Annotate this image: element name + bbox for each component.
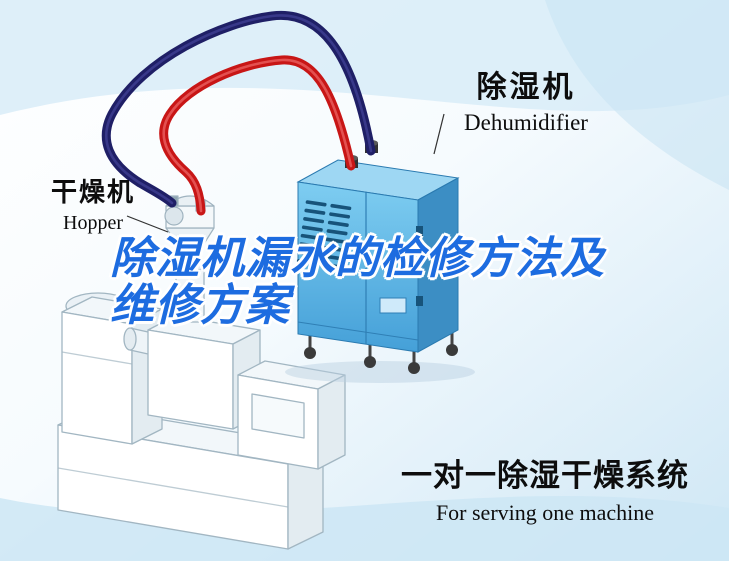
caption-zh: 一对一除湿干燥系统 — [401, 458, 689, 493]
hopper-label-en: Hopper — [63, 212, 123, 234]
title-line-2: 维修方案 — [110, 280, 290, 330]
bottom-caption: 一对一除湿干燥系统 For serving one machine — [396, 450, 694, 526]
nameplate — [379, 297, 407, 314]
vent-louvers — [296, 200, 352, 270]
pipe-navy — [101, 10, 376, 208]
dehumidifier-pointer-line — [433, 113, 445, 155]
hopper-pointer-line — [126, 215, 169, 233]
caption-en: For serving one machine — [435, 500, 655, 525]
hopper-sight-glass — [164, 206, 184, 226]
door-handle — [404, 254, 409, 271]
hopper-label-zh: 干燥机 — [50, 177, 135, 207]
dehumidifier-callout: 除湿机 Dehumidifier — [444, 62, 608, 136]
hopper-unit — [164, 195, 215, 263]
pointer-lines — [126, 113, 445, 233]
dehumidifier-label-zh: 除湿机 — [476, 71, 576, 104]
caster-wheels — [304, 333, 458, 374]
hopper-callout: 干燥机 Hopper — [44, 172, 142, 235]
main-title: 除湿机漏水的检修方法及 维修方案 — [110, 234, 605, 330]
dehumidifier-label-en: Dehumidifier — [464, 110, 588, 135]
pipe-red — [159, 55, 356, 216]
title-line-1: 除湿机漏水的检修方法及 — [110, 234, 605, 283]
extruder-machine — [57, 260, 346, 550]
